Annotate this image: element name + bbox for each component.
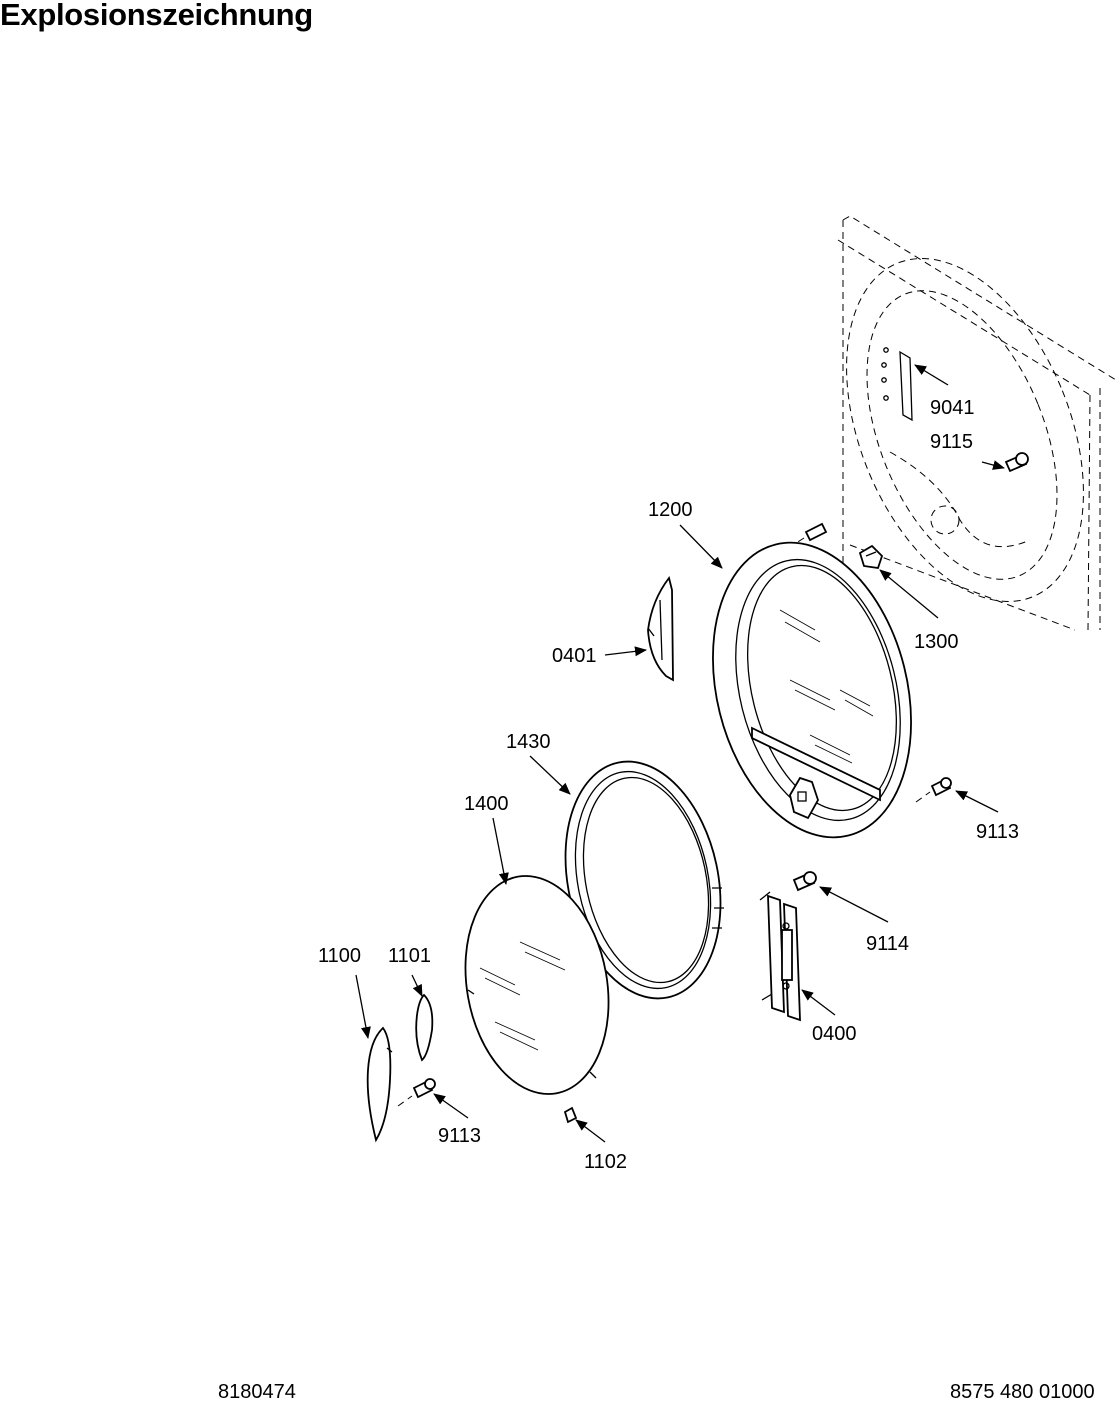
callout-1102: 1102 xyxy=(584,1151,627,1173)
door-hinge-0400 xyxy=(759,891,801,1022)
callout-1100: 1100 xyxy=(318,945,361,967)
housing-hinge-plate xyxy=(881,347,913,422)
callout-1200: 1200 xyxy=(648,499,693,521)
small-part-1102 xyxy=(563,1106,578,1124)
door-glass-1400 xyxy=(464,875,610,1095)
door-handle-1100 xyxy=(366,1026,393,1143)
screw-9113-right xyxy=(915,777,952,803)
callout-1430: 1430 xyxy=(506,731,551,753)
door-frame-1200 xyxy=(712,541,912,839)
page-title: Explosionszeichnung xyxy=(0,0,313,32)
footer-left-code: 8180474 xyxy=(218,1381,296,1403)
callout-0401: 0401 xyxy=(552,645,597,667)
callout-9114: 9114 xyxy=(866,933,909,955)
callout-1300: 1300 xyxy=(914,631,959,653)
callout-9115: 9115 xyxy=(930,431,973,453)
callout-9041: 9041 xyxy=(930,397,975,419)
handle-insert-1101 xyxy=(415,993,434,1062)
door-catch-1300 xyxy=(858,544,884,569)
callout-1400: 1400 xyxy=(464,793,509,815)
footer-right-code: 8575 480 01000 xyxy=(950,1381,1095,1403)
screw-9114 xyxy=(792,871,817,892)
callout-9113-left: 9113 xyxy=(438,1125,481,1147)
dryer-housing-outline xyxy=(837,215,1116,631)
callout-0400: 0400 xyxy=(812,1023,857,1045)
callout-1101: 1101 xyxy=(388,945,431,967)
screw-9115 xyxy=(1004,452,1029,473)
callout-9113-right: 9113 xyxy=(976,821,1019,843)
gasket-ring-1430 xyxy=(564,760,724,1000)
leader-lines xyxy=(355,364,1005,1143)
screw-9113-left xyxy=(397,1078,436,1107)
hinge-cover-0401 xyxy=(647,575,674,682)
